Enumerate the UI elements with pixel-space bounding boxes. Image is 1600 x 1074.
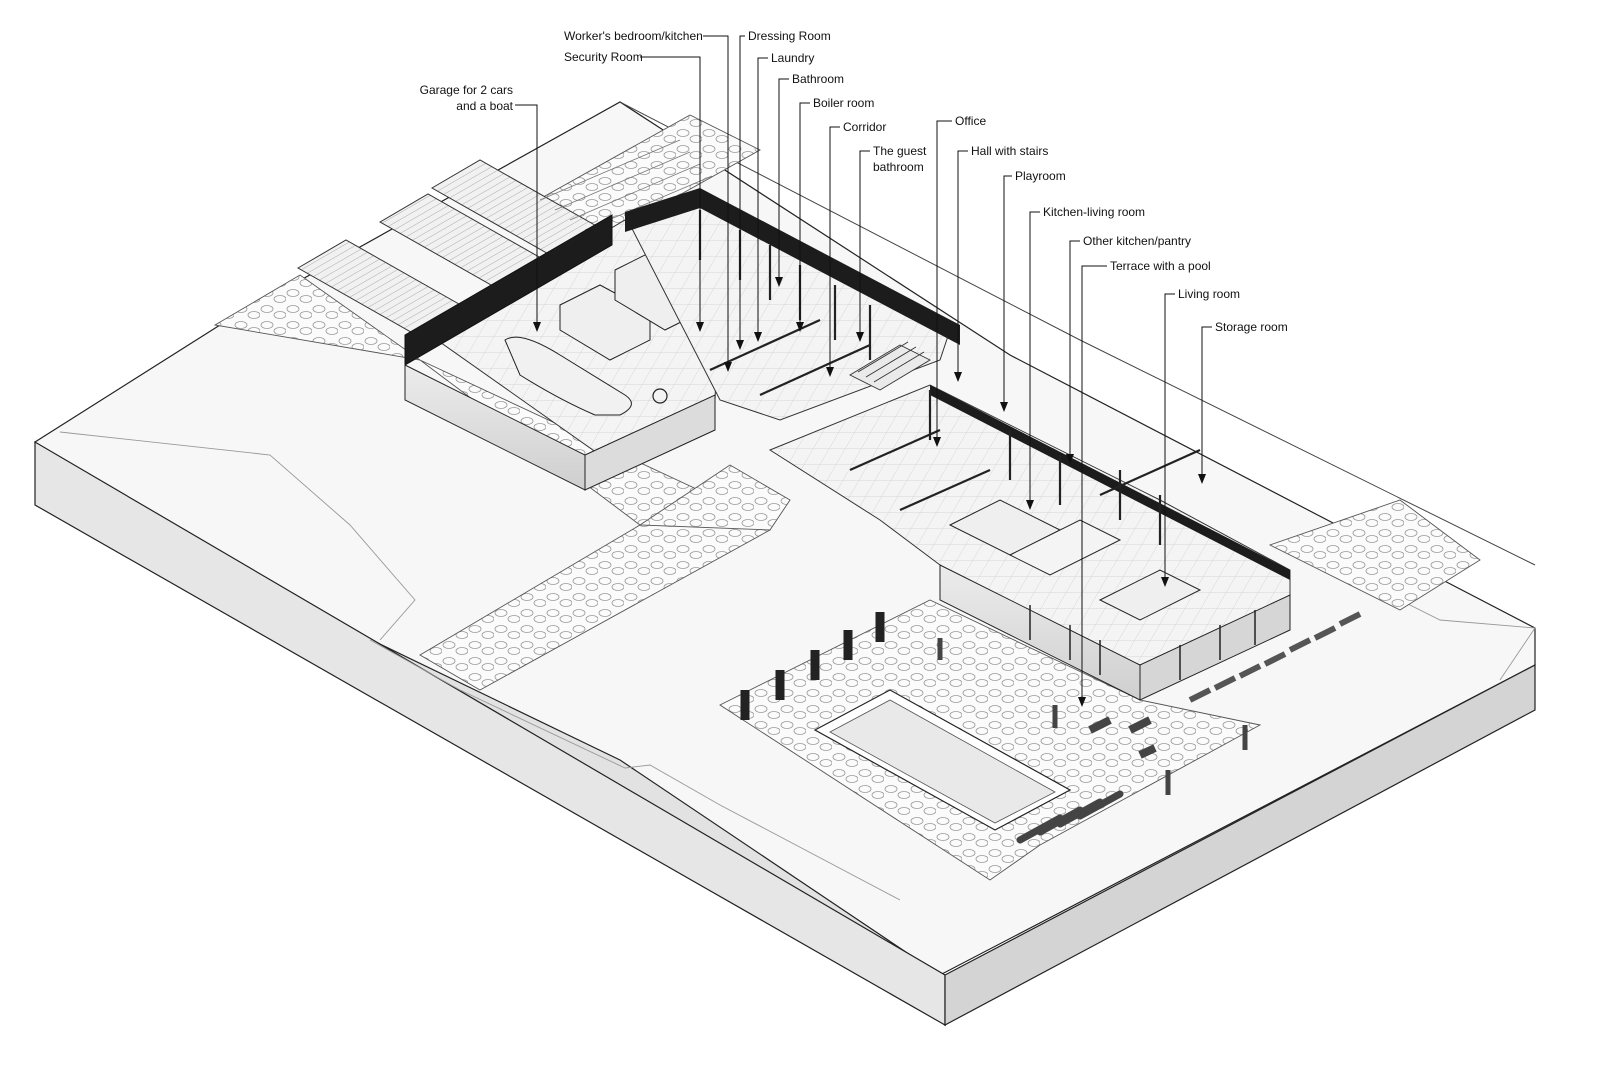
callout-label: Playroom bbox=[1015, 169, 1066, 183]
callout-boiler-room: Boiler room bbox=[796, 96, 874, 332]
callout-label: Terrace with a pool bbox=[1110, 259, 1211, 273]
callout-label: Laundry bbox=[771, 51, 814, 65]
main-side-wall bbox=[1139, 594, 1291, 701]
callout-label: Security Room bbox=[564, 50, 643, 64]
parking-slots bbox=[539, 139, 713, 231]
callout-terrace-with-pool: Terrace with a pool bbox=[1078, 259, 1211, 707]
callout-label: Kitchen-living room bbox=[1043, 205, 1145, 219]
callout-label: Storage room bbox=[1215, 320, 1288, 334]
terrain-contour bbox=[369, 639, 901, 901]
garage-side-wall bbox=[584, 394, 716, 491]
callout-corridor: Corridor bbox=[826, 120, 886, 377]
callout-label: Dressing Room bbox=[748, 29, 831, 43]
callout-label: Bathroom bbox=[792, 72, 844, 86]
parking-markers-right bbox=[1188, 611, 1362, 703]
site-boundary-line bbox=[619, 101, 1536, 566]
bollards bbox=[937, 638, 1248, 795]
garage bbox=[404, 214, 721, 491]
dining-table bbox=[1008, 519, 1122, 576]
boat bbox=[504, 336, 632, 416]
sun-loungers bbox=[1016, 790, 1124, 844]
callout-label: Corridor bbox=[843, 120, 886, 134]
callout-dressing-room: Dressing Room bbox=[736, 29, 831, 350]
callout-label: Office bbox=[955, 114, 986, 128]
service-wing-back-wall bbox=[625, 188, 960, 345]
stone-paving-garage-front bbox=[638, 464, 791, 531]
callout-label: Hall with stairs bbox=[971, 144, 1048, 158]
terrace-pillars bbox=[740, 612, 885, 720]
pool-inner bbox=[829, 699, 1056, 824]
callout-laundry: Laundry bbox=[754, 51, 814, 342]
callout-security-room: Security Room bbox=[564, 50, 704, 332]
callout-kitchen-living-room: Kitchen-living room bbox=[1026, 205, 1145, 510]
callout-hall-with-stairs: Hall with stairs bbox=[954, 144, 1048, 382]
sofa bbox=[1098, 569, 1202, 621]
site-right-face bbox=[944, 664, 1536, 1027]
callout-living-room: Living room bbox=[1161, 287, 1240, 587]
terrain-contour bbox=[59, 431, 416, 641]
callout-label: The guest bbox=[873, 144, 927, 158]
main-house bbox=[768, 384, 1291, 701]
callout-label: Garage for 2 cars bbox=[420, 83, 513, 97]
callout-label: Living room bbox=[1178, 287, 1240, 301]
callout-workers-bedroom-kitchen: Worker's bedroom/kitchen bbox=[564, 29, 732, 372]
callout-label: and a boat bbox=[456, 99, 513, 113]
garage-back-wall bbox=[404, 214, 613, 366]
callout-playroom: Playroom bbox=[1000, 169, 1066, 412]
terrace bbox=[740, 611, 1362, 844]
callout-label: Other kitchen/pantry bbox=[1083, 234, 1191, 248]
callout-office: Office bbox=[933, 114, 986, 447]
bicycle bbox=[652, 388, 668, 404]
callouts: Worker's bedroom/kitchen Dressing Room S… bbox=[420, 29, 1288, 707]
callout-other-kitchen-pantry: Other kitchen/pantry bbox=[1066, 234, 1191, 464]
stone-paving-side bbox=[1268, 499, 1481, 611]
callout-garage: Garage for 2 cars and a boat bbox=[420, 83, 541, 332]
callout-storage-room: Storage room bbox=[1198, 320, 1288, 484]
outdoor-chairs bbox=[1088, 716, 1157, 759]
stone-paving-terrace bbox=[719, 599, 1262, 881]
callout-label: Boiler room bbox=[813, 96, 874, 110]
callout-bathroom: Bathroom bbox=[775, 72, 844, 287]
main-back-wall bbox=[930, 385, 1290, 580]
callout-guest-bathroom: The guest bathroom bbox=[856, 144, 927, 342]
interior-partitions bbox=[849, 390, 1201, 545]
glazing-lines bbox=[1029, 605, 1256, 680]
callout-label: Worker's bedroom/kitchen bbox=[564, 29, 703, 43]
callout-label: bathroom bbox=[873, 160, 924, 174]
stairs bbox=[849, 341, 931, 391]
service-wing bbox=[624, 188, 960, 421]
